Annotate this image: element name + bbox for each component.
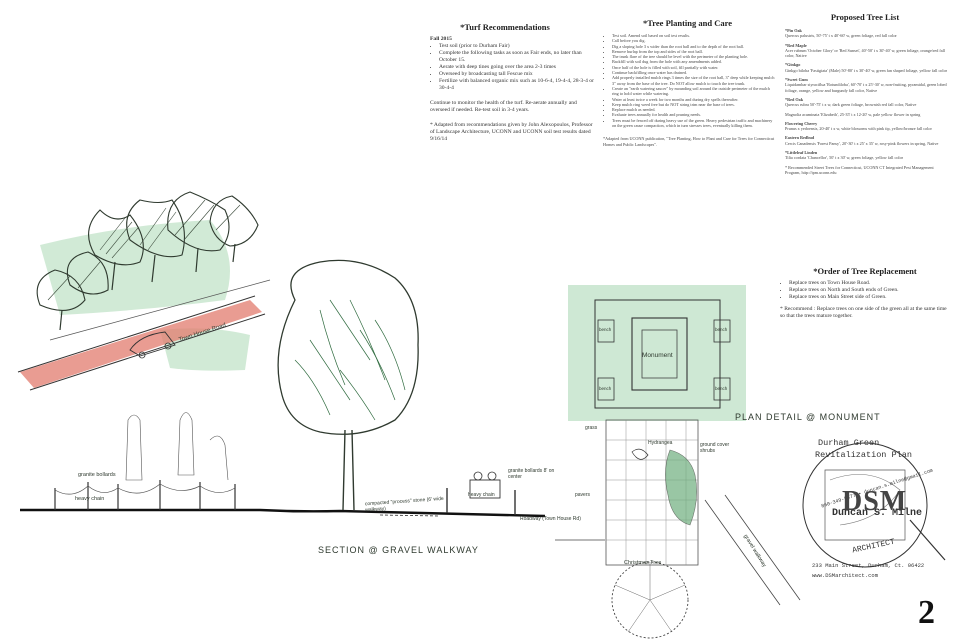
label-roadway: Roadway (Town House Rd)	[520, 516, 581, 522]
tree-desc: Tilia cordata 'Chancellor', 50' t x 30' …	[785, 155, 904, 161]
turf-panel: Fall 2015 Test soil (prior to Durham Fai…	[430, 36, 595, 143]
planting-footnote: *Adapted from UCONN publication, "Tree P…	[603, 136, 775, 147]
turf-paragraph: Continue to monitor the health of the tu…	[430, 100, 577, 113]
order-item: Replace trees on Main Street side of Gre…	[789, 294, 950, 301]
turf-list: Test soil (prior to Durham Fair) Complet…	[430, 43, 595, 92]
project-title-line2: Revitalization Plan	[815, 450, 912, 460]
planting-item: Backfill with soil dug from the hole wit…	[612, 59, 775, 64]
tree-desc: Ginkgo biloba 'Fastigiata' (Male) 50'-80…	[785, 67, 948, 73]
tree-desc: Acer rubrum 'October Glory' or 'Red Suns…	[785, 47, 945, 59]
tree-desc: Cercis Canadensis 'Forest Pansy', 20'-30…	[785, 140, 939, 146]
turf-title: *Turf Recommendations	[460, 22, 550, 32]
label-monument: Monument	[642, 352, 673, 359]
tree-desc: Quercus rubra 50'-75' t x w, dark green …	[785, 102, 917, 108]
section-sketch	[20, 259, 546, 518]
firm-website: www.DSMarchitect.com	[812, 572, 879, 579]
tree-desc: Prunus x yedoensis, 20-40' t x w, white …	[785, 126, 932, 132]
firm-name: Duncan S. Milne	[832, 508, 923, 519]
planting-item: Add properly installed mulch rings 3 tim…	[612, 75, 775, 86]
planting-item: Keep mulch ring weed free but do NOT str…	[612, 102, 775, 107]
label-pavers: pavers	[575, 492, 591, 498]
planting-item: Replace mulch as needed.	[612, 107, 775, 112]
sheet-number: 2	[918, 594, 935, 631]
tree-name: *Red Maple	[785, 42, 807, 48]
tree-name: Eastern Redbud	[785, 135, 815, 141]
order-note: * Recommend : Replace trees on one side …	[780, 306, 947, 319]
tree-desc: Quercus palustris, 50'-75' t x 40'-60' w…	[785, 33, 897, 39]
dsm-monogram: DSM	[842, 486, 908, 517]
label-hydrangea: Hydrangea	[648, 440, 673, 446]
plan-caption: PLAN DETAIL @ MONUMENT	[735, 412, 881, 422]
trees-title: Proposed Tree List	[830, 12, 900, 22]
planting-item: Water at least twice a week for two mont…	[612, 97, 775, 102]
planting-item: Remove burlap from the top and sides of …	[612, 49, 775, 54]
tree-name: *Red Oak	[785, 96, 804, 102]
section-caption: SECTION @ GRAVEL WALKWAY	[318, 545, 479, 555]
label-bench: bench	[715, 386, 728, 391]
order-item: Replace trees on Town House Road.	[789, 280, 950, 287]
planting-panel: Test soil. Amend soil based on soil test…	[603, 33, 775, 147]
label-granite-bollards-mid: granite bollards 8' on center	[508, 468, 555, 480]
planting-title: *Tree Planting and Care	[642, 18, 732, 28]
firm-address: 233 Main Street, Durham, Ct. 06422	[812, 562, 925, 569]
planting-item: Test soil. Amend soil based on soil test…	[612, 33, 775, 38]
label-christmas-tree: Christmas Tree	[624, 560, 662, 566]
label-bench: bench	[715, 327, 728, 332]
planting-item: Trees must be fenced off during heavy us…	[612, 118, 775, 129]
order-title: *Order of Tree Replacement	[813, 266, 917, 276]
planting-item: Dig a sloping hole 3 x wider than the ro…	[612, 44, 775, 49]
project-title-line1: Durham Green	[818, 438, 880, 448]
order-panel: Replace trees on Town House Road. Replac…	[780, 280, 950, 320]
turf-item: Overseed by broadcasting tall Fescue mix	[439, 71, 595, 78]
label-heavy-chain-mid: heavy chain	[468, 492, 495, 498]
label-bench: bench	[599, 386, 612, 391]
tree-desc: Magnolia acuminata 'Elizabeth', 25-35' t…	[785, 111, 921, 117]
tree-item: Magnolia acuminata 'Elizabeth', 25-35' t…	[785, 112, 950, 117]
planting-item: Create an "earth watering saucer" by mou…	[612, 86, 775, 97]
turf-item: Fertilize with balanced organic mix such…	[439, 78, 595, 92]
order-item: Replace trees on North and South ends of…	[789, 287, 950, 294]
turf-item: Aerate with deep tines going over the ar…	[439, 64, 595, 71]
planting-item: Once half of the hole is filled with soi…	[612, 65, 775, 70]
street-perspective-sketch	[17, 191, 271, 391]
turf-footnote: * Adapted from recommendations given by …	[430, 122, 593, 142]
planting-item: Continue backfilling once water has drai…	[612, 70, 775, 75]
planting-item: Call before you dig.	[612, 38, 775, 43]
monument-plan-sketch	[555, 285, 801, 639]
dsm-logo-mark	[802, 442, 946, 568]
tree-name: *Ginkgo	[785, 62, 801, 68]
label-grass: grass	[585, 425, 598, 431]
planting-list: Test soil. Amend soil based on soil test…	[603, 33, 775, 128]
label-granite-bollards-left: granite bollards	[78, 472, 116, 478]
tree-name: Flowering Cherry	[785, 120, 818, 126]
tree-name: *Sweet Gum	[785, 77, 808, 83]
trees-footnote: * Recommended Street Trees for Connectic…	[785, 164, 934, 175]
order-list: Replace trees on Town House Road. Replac…	[780, 280, 950, 301]
label-bench: bench	[599, 327, 612, 332]
tree-name: *Littleleaf Linden	[785, 150, 818, 156]
tree-desc: Liquidambar styraciflua 'Rotundiloba', 6…	[785, 82, 947, 93]
planting-item: Evaluate trees annually for health and p…	[612, 112, 775, 117]
turf-item: Test soil (prior to Durham Fair)	[439, 43, 595, 50]
turf-item: Complete the following tasks as soon as …	[439, 50, 595, 64]
tree-name: *Pin Oak	[785, 28, 802, 33]
label-heavy-chain-left: heavy chain	[75, 496, 105, 502]
turf-season: Fall 2015	[430, 36, 452, 42]
planting-item: The trunk flare of the tree should be le…	[612, 54, 775, 59]
label-ground-cover: ground cover shrubs	[700, 442, 730, 454]
